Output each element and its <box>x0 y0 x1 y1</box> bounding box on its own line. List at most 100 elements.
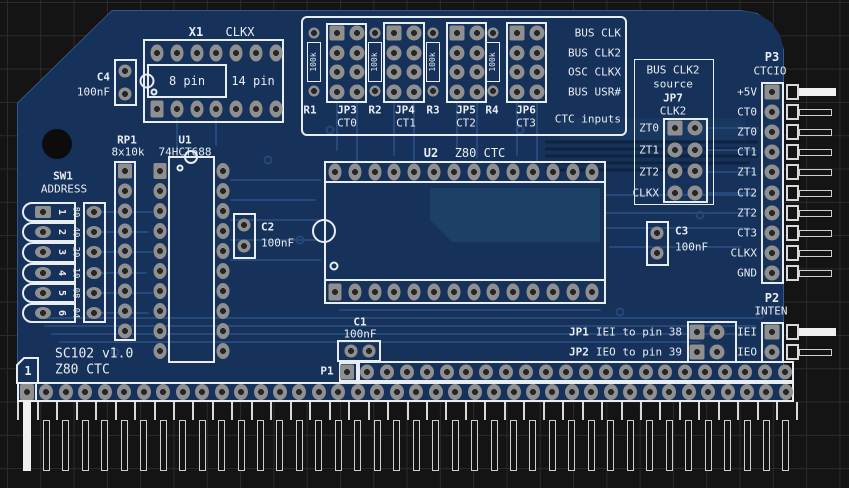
pad <box>529 45 544 61</box>
pin-separator <box>542 402 545 420</box>
pad <box>439 364 454 380</box>
pad <box>35 246 51 259</box>
pad <box>449 45 464 61</box>
jp7-title-2: source <box>653 77 693 91</box>
sw1-bit-80: 80 <box>70 206 81 218</box>
connector-finger <box>354 420 362 471</box>
jp1-desc: IEI to pin 38 <box>595 325 682 339</box>
sw1-bit-04: 04 <box>70 307 81 319</box>
pad <box>153 323 167 339</box>
connector-finger <box>799 249 832 257</box>
jp5-outline[interactable] <box>446 22 487 103</box>
p3-outline[interactable] <box>761 82 784 284</box>
sw1-cell-4[interactable] <box>22 263 76 283</box>
pad <box>249 44 263 62</box>
pin-separator <box>484 402 487 420</box>
pad <box>344 344 358 358</box>
pad <box>153 303 167 319</box>
pad <box>667 185 683 201</box>
connector-finger <box>120 420 128 471</box>
pad <box>368 283 382 301</box>
c4-value: 100nF <box>76 85 110 99</box>
pad <box>237 218 251 232</box>
jp4-outline[interactable] <box>383 22 425 103</box>
c3-outline[interactable] <box>646 221 669 266</box>
pad <box>175 384 190 400</box>
p3-pin-zt1: ZT1 <box>737 165 757 179</box>
pad <box>118 183 132 199</box>
pad <box>545 384 560 400</box>
jp6-outline[interactable] <box>506 22 547 103</box>
pad <box>467 163 481 181</box>
pin-separator <box>367 402 370 420</box>
jp7-row-zt2: ZT2 <box>639 165 659 179</box>
ctc-inputs-outline[interactable] <box>301 16 627 136</box>
connector-finger <box>782 420 790 471</box>
r2-outline[interactable] <box>368 42 382 82</box>
sw1-bit-40: 40 <box>70 226 81 238</box>
r3-ref: R3 <box>426 103 440 117</box>
c4-outline[interactable] <box>114 59 137 106</box>
pad <box>190 44 204 62</box>
pad <box>529 84 544 100</box>
p1-outline[interactable] <box>358 361 794 382</box>
pad <box>566 283 580 301</box>
p3-value: CTCIO <box>753 64 787 78</box>
pin-separator <box>250 402 253 420</box>
pad <box>764 265 780 281</box>
jp2-ref: JP2 <box>569 345 589 359</box>
p3-pin-zt2: ZT2 <box>737 206 757 220</box>
connector-finger <box>471 420 479 471</box>
sw1-cell-3[interactable] <box>22 242 76 263</box>
pad <box>369 85 381 97</box>
pad <box>153 243 167 259</box>
pad <box>58 384 73 400</box>
pad <box>153 263 167 279</box>
pin-separator <box>95 402 98 420</box>
p3-pin-gnd: GND <box>737 266 757 280</box>
r1-outline[interactable] <box>307 42 321 82</box>
pad <box>757 364 772 380</box>
pad <box>449 84 464 100</box>
pad <box>118 303 132 319</box>
pad <box>269 44 283 62</box>
jp4-ref: JP4 <box>395 103 415 117</box>
pad <box>526 163 540 181</box>
pin-separator <box>309 402 312 420</box>
pad <box>209 44 223 62</box>
rp1-outline[interactable] <box>114 161 136 341</box>
pad <box>566 163 580 181</box>
pad <box>759 384 774 400</box>
sw1-cell-2[interactable] <box>22 222 76 242</box>
connector-finger <box>218 420 226 471</box>
pin-separator <box>445 402 448 420</box>
pad <box>509 84 524 100</box>
pad <box>86 307 102 319</box>
pad <box>97 384 112 400</box>
connector-finger <box>276 420 284 471</box>
jp7-outline[interactable] <box>663 118 708 203</box>
signal-bus-clk: BUS CLK <box>574 26 621 40</box>
pad <box>216 323 230 339</box>
r3-outline[interactable] <box>426 42 440 82</box>
jp3-outline[interactable] <box>326 23 367 103</box>
sw1-cell-6[interactable] <box>22 303 76 323</box>
pad <box>86 226 102 239</box>
c1-value: 100nF <box>343 327 377 341</box>
connector-finger <box>799 168 832 176</box>
pad <box>386 64 402 80</box>
sw1-cell-5[interactable] <box>22 283 76 303</box>
pad <box>506 384 521 400</box>
sw1-cell-1[interactable] <box>22 202 76 222</box>
c2-outline[interactable] <box>233 213 256 259</box>
jp5-ref: JP5 <box>456 103 476 117</box>
sw1-value: ADDRESS <box>40 182 88 196</box>
